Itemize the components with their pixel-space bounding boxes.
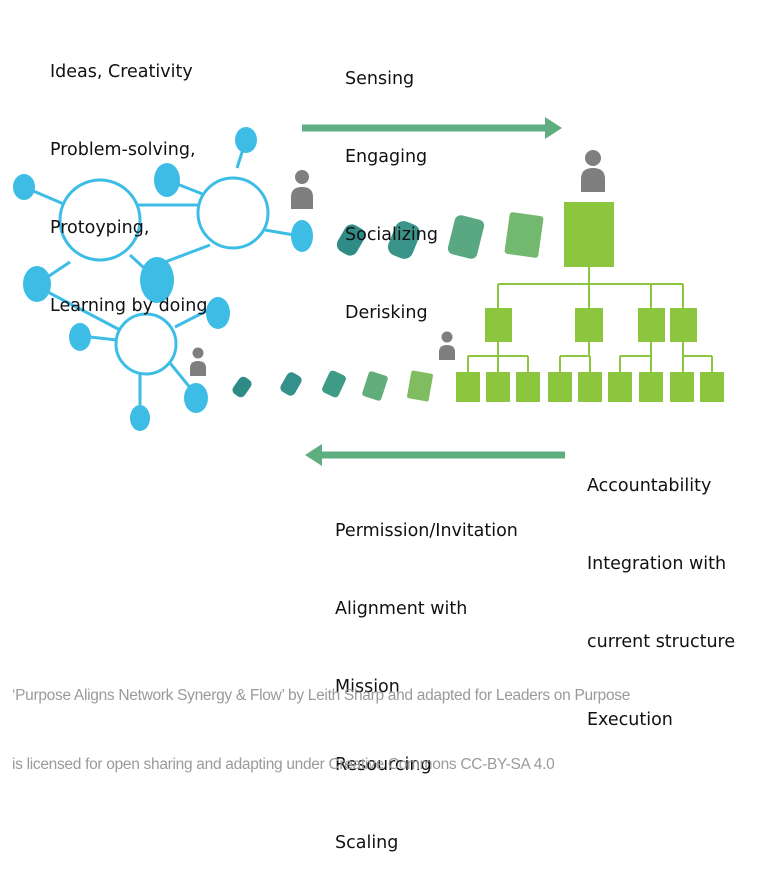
label-right: Accountability Integration with current …	[587, 421, 735, 759]
label-line: Protoyping,	[50, 218, 150, 238]
hierarchy-box	[670, 308, 697, 342]
network-node	[69, 323, 91, 351]
label-line: Socializing	[345, 225, 438, 245]
label-line: Problem-solving,	[50, 140, 196, 160]
label-line: Learning by doing	[50, 296, 208, 316]
hierarchy-box	[575, 308, 603, 342]
flow-shape	[362, 371, 388, 401]
label-line: Permission/Invitation	[335, 521, 518, 541]
credit-text: ‘Purpose Aligns Network Synergy & Flow’ …	[12, 638, 630, 799]
bottom-flow-shapes	[232, 370, 433, 402]
flow-shape	[232, 376, 252, 398]
network-node	[23, 266, 51, 302]
diagram-canvas	[13, 117, 724, 466]
hierarchy-box	[670, 372, 694, 402]
person-icon	[581, 150, 605, 192]
flow-shape	[407, 370, 433, 402]
hierarchy-lines	[467, 267, 713, 372]
network-node	[196, 176, 270, 250]
flow-shape	[280, 372, 302, 396]
hierarchy-box	[578, 372, 602, 402]
flow-shape	[336, 224, 366, 256]
label-line: Scaling	[335, 833, 399, 853]
person-icon	[439, 331, 455, 360]
label-line: Sensing	[345, 69, 415, 89]
network-node	[184, 383, 208, 413]
network-node	[206, 297, 230, 329]
label-line: Derisking	[345, 303, 428, 323]
label-line: Accountability	[587, 476, 712, 496]
credit-line: is licensed for open sharing and adaptin…	[12, 756, 555, 773]
network-node	[235, 127, 257, 153]
label-line: Engaging	[345, 147, 428, 167]
network-node	[114, 312, 178, 376]
label-line: Integration with	[587, 554, 727, 574]
network-nodes	[13, 127, 313, 431]
hierarchy-box	[485, 308, 512, 342]
person-icon	[291, 170, 313, 209]
network-node	[140, 257, 174, 303]
label-line: Ideas, Creativity	[50, 62, 193, 82]
arrow-right-icon	[302, 117, 562, 139]
network-node	[130, 405, 150, 431]
hierarchy-box	[548, 372, 572, 402]
label-line: Alignment with	[335, 599, 468, 619]
label-top-middle: Sensing Engaging Socializing Derisking	[345, 14, 438, 352]
network-node	[13, 174, 35, 200]
label-top-left: Ideas, Creativity Problem-solving, Proto…	[50, 7, 207, 345]
label-line: current structure	[587, 632, 736, 652]
network-node	[154, 163, 180, 197]
person-icon	[190, 347, 206, 376]
flow-shape	[387, 221, 421, 259]
arrow-left-icon	[305, 444, 565, 466]
flow-shape	[504, 212, 544, 258]
hierarchy-box	[700, 372, 724, 402]
top-flow-shapes	[336, 212, 544, 259]
hierarchy-boxes	[456, 202, 724, 402]
credit-line: ‘Purpose Aligns Network Synergy & Flow’ …	[12, 687, 631, 704]
hierarchy-box	[456, 372, 480, 402]
hierarchy-box	[608, 372, 632, 402]
label-line: Mission	[335, 677, 400, 697]
network-node	[58, 178, 142, 262]
flow-shape	[322, 370, 346, 398]
hierarchy-box	[638, 308, 665, 342]
network-node	[291, 220, 313, 252]
flow-shape	[447, 215, 485, 259]
hierarchy-top-box	[564, 202, 614, 267]
hierarchy-box	[516, 372, 540, 402]
hierarchy-box	[639, 372, 663, 402]
hierarchy-box	[486, 372, 510, 402]
